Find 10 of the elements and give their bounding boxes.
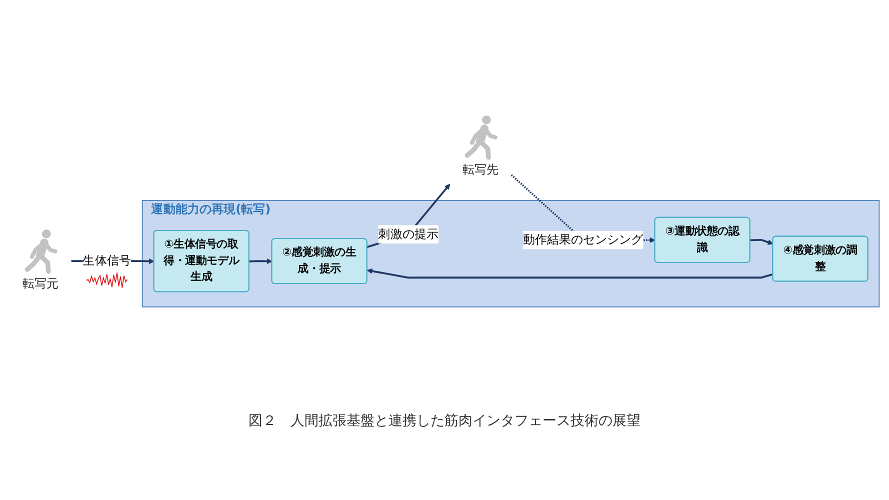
person-caption: 転写先: [462, 162, 499, 177]
edge-label: 生体信号: [82, 254, 131, 268]
figure-caption: 図２ 人間拡張基盤と連携した筋肉インタフェース技術の展望: [248, 412, 642, 430]
arrow: [366, 184, 450, 248]
arrow: [366, 268, 774, 279]
edge-label: 動作結果のセンシング: [522, 232, 644, 247]
person-caption: 転写元: [22, 276, 59, 291]
edge-label: 刺激の提示: [378, 227, 438, 242]
arrow: [750, 239, 774, 246]
arrow: [249, 258, 272, 264]
